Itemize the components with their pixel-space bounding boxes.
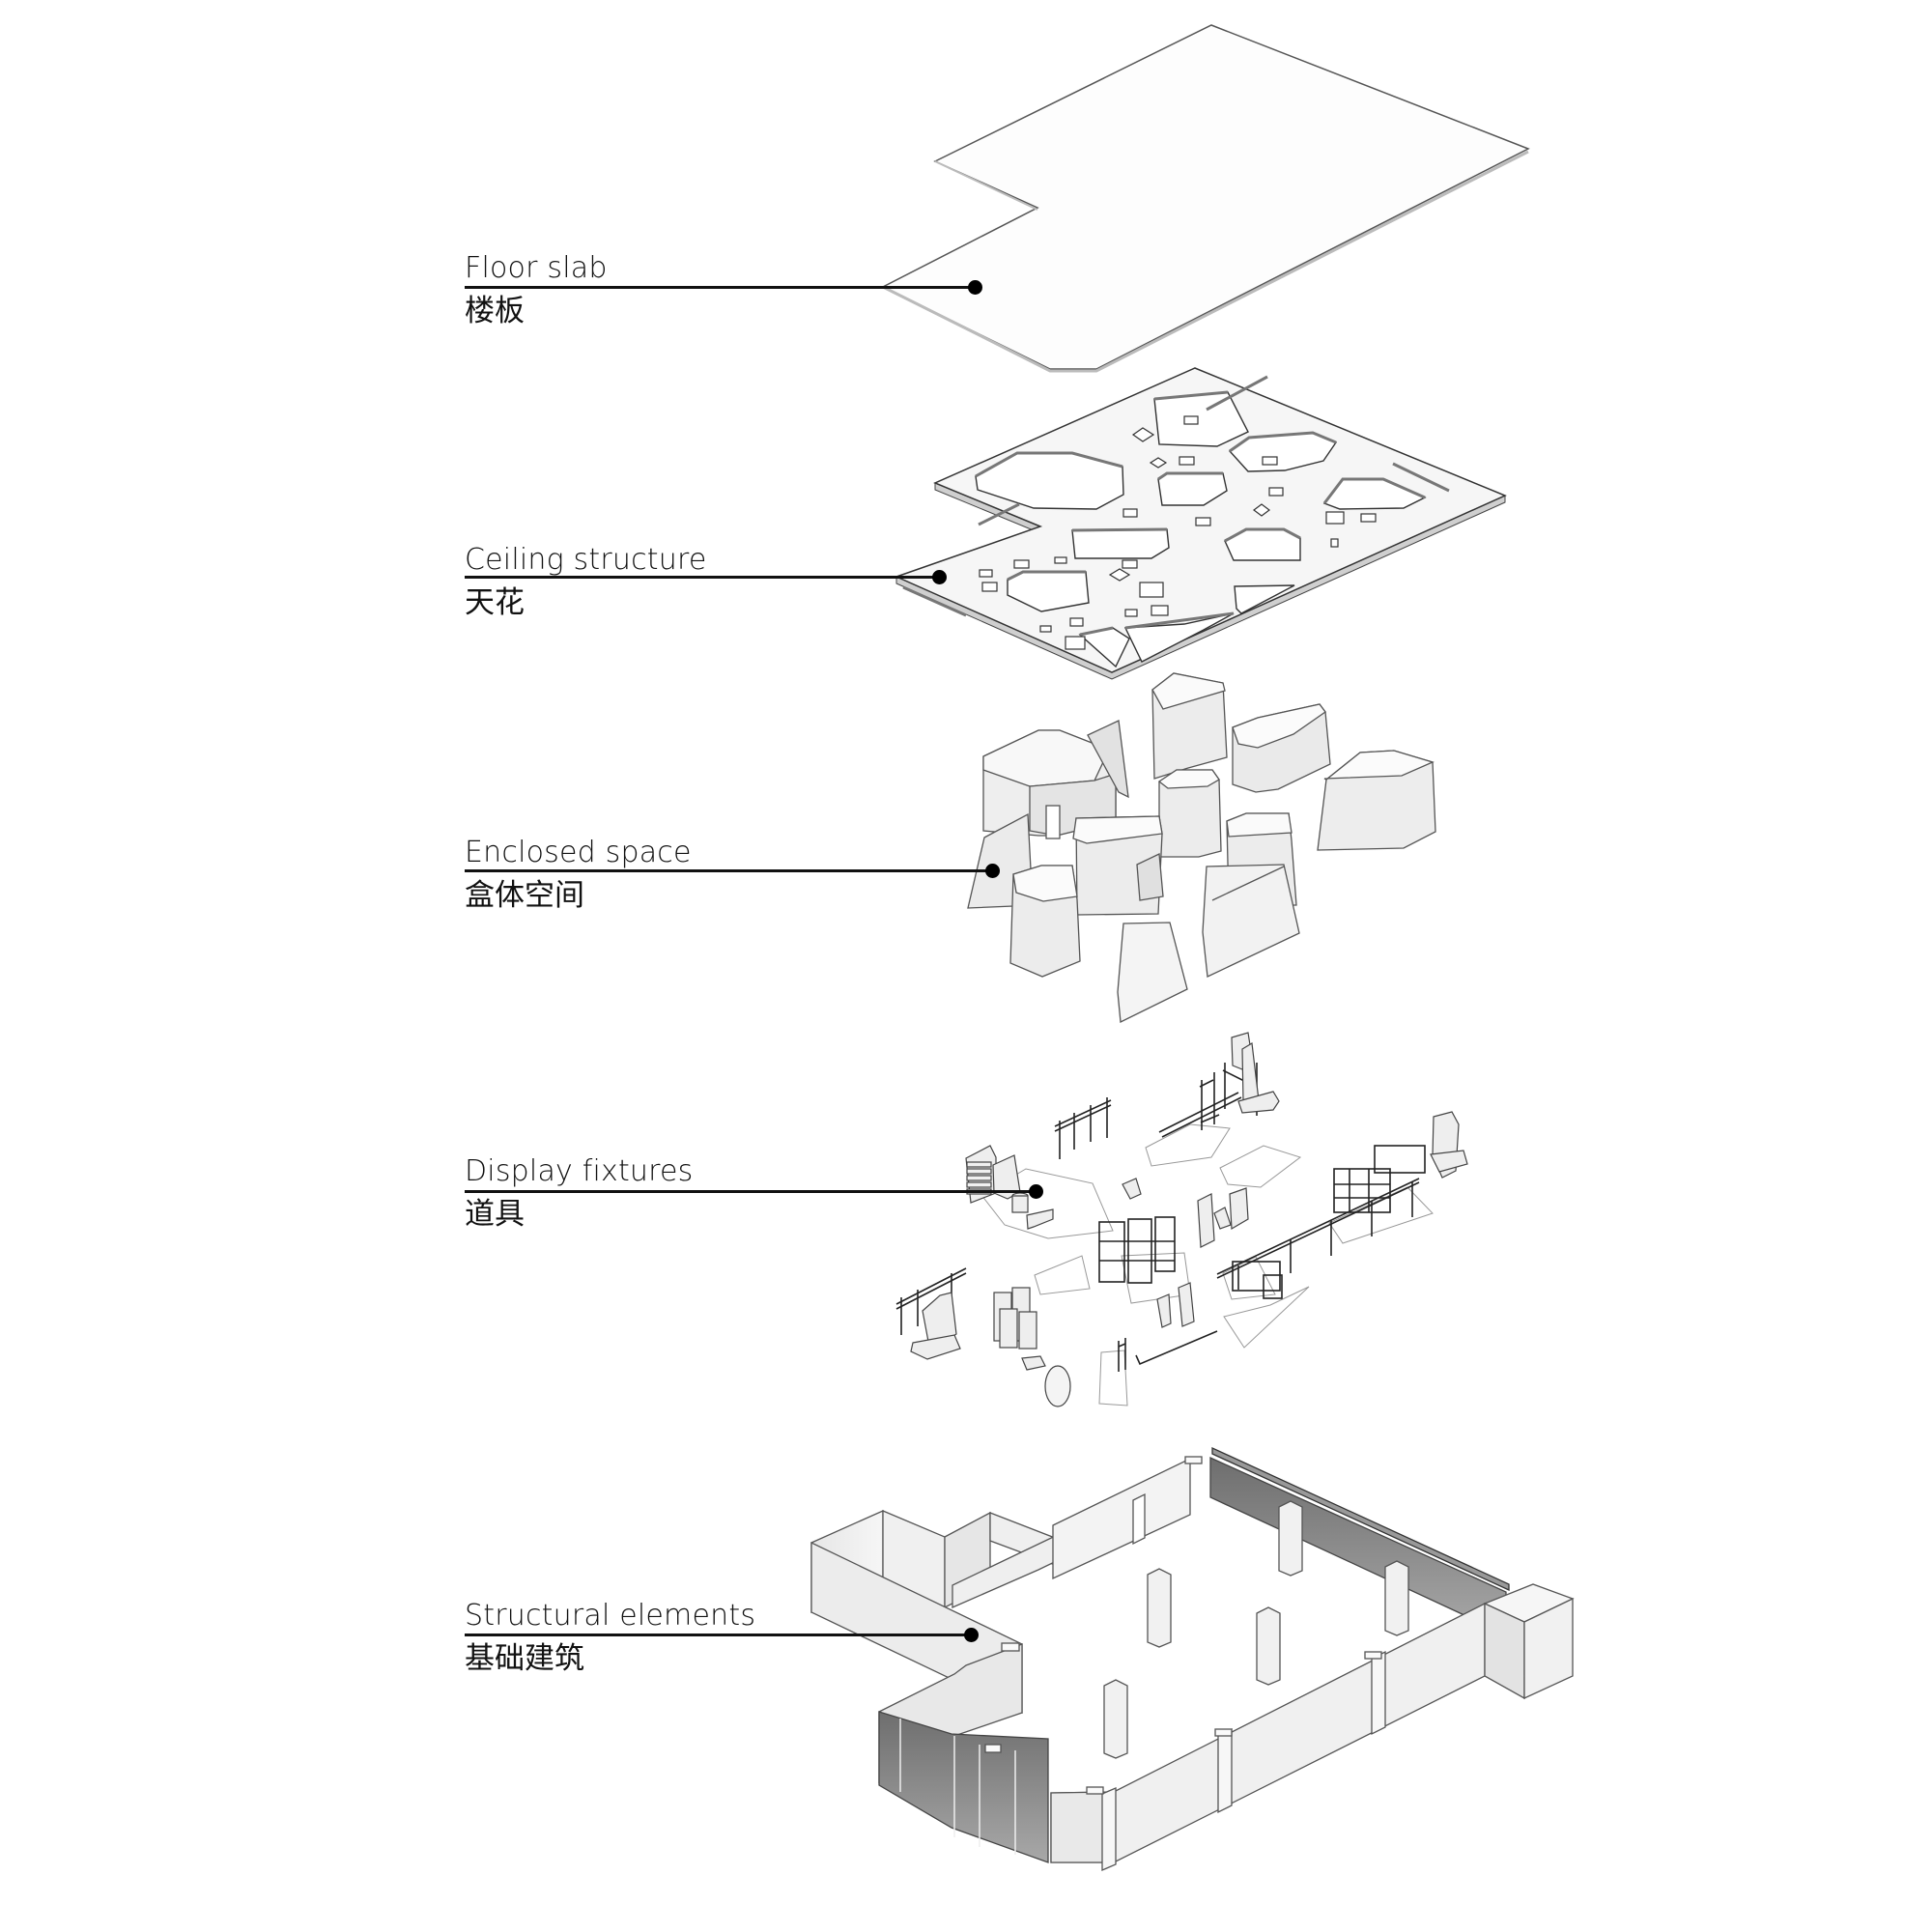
enclosed-space-layer xyxy=(967,672,1436,1023)
leader-dot-floor-slab xyxy=(968,280,982,295)
label-ceiling-structure: Ceiling structure 天花 xyxy=(465,546,707,618)
label-display-fixtures: Display fixtures 道具 xyxy=(465,1157,694,1230)
leader-dot-ceiling-structure xyxy=(932,570,947,584)
label-enclosed-space-zh: 盒体空间 xyxy=(465,878,584,913)
leader-dot-enclosed-space xyxy=(985,864,1000,878)
leader-dot-structural-elements xyxy=(964,1628,979,1642)
label-display-fixtures-zh: 道具 xyxy=(465,1197,525,1232)
label-floor-slab-en: Floor slab xyxy=(465,251,608,285)
ceiling-structure-layer xyxy=(894,367,1507,680)
label-enclosed-space-en: Enclosed space xyxy=(465,836,692,869)
leader-line-floor-slab xyxy=(465,286,975,289)
label-structural-elements-zh: 基础建筑 xyxy=(465,1641,584,1676)
label-structural-elements: Structural elements 基础建筑 xyxy=(465,1602,755,1674)
structural-elements-layer xyxy=(810,1430,1575,1871)
label-ceiling-structure-en: Ceiling structure xyxy=(465,543,707,577)
leader-dot-display-fixtures xyxy=(1029,1184,1043,1199)
label-enclosed-space: Enclosed space 盒体空间 xyxy=(465,838,692,911)
label-ceiling-structure-zh: 天花 xyxy=(465,585,525,620)
leader-line-enclosed-space xyxy=(465,869,992,872)
label-floor-slab-zh: 楼板 xyxy=(465,294,525,328)
leader-line-ceiling-structure xyxy=(465,576,939,579)
label-floor-slab: Floor slab 楼板 xyxy=(465,254,608,327)
display-fixtures-layer xyxy=(895,1032,1468,1407)
leader-line-display-fixtures xyxy=(465,1190,1036,1193)
leader-line-structural-elements xyxy=(465,1634,971,1636)
floor-slab-layer xyxy=(881,24,1530,373)
label-display-fixtures-en: Display fixtures xyxy=(465,1154,694,1188)
label-structural-elements-en: Structural elements xyxy=(465,1599,756,1633)
